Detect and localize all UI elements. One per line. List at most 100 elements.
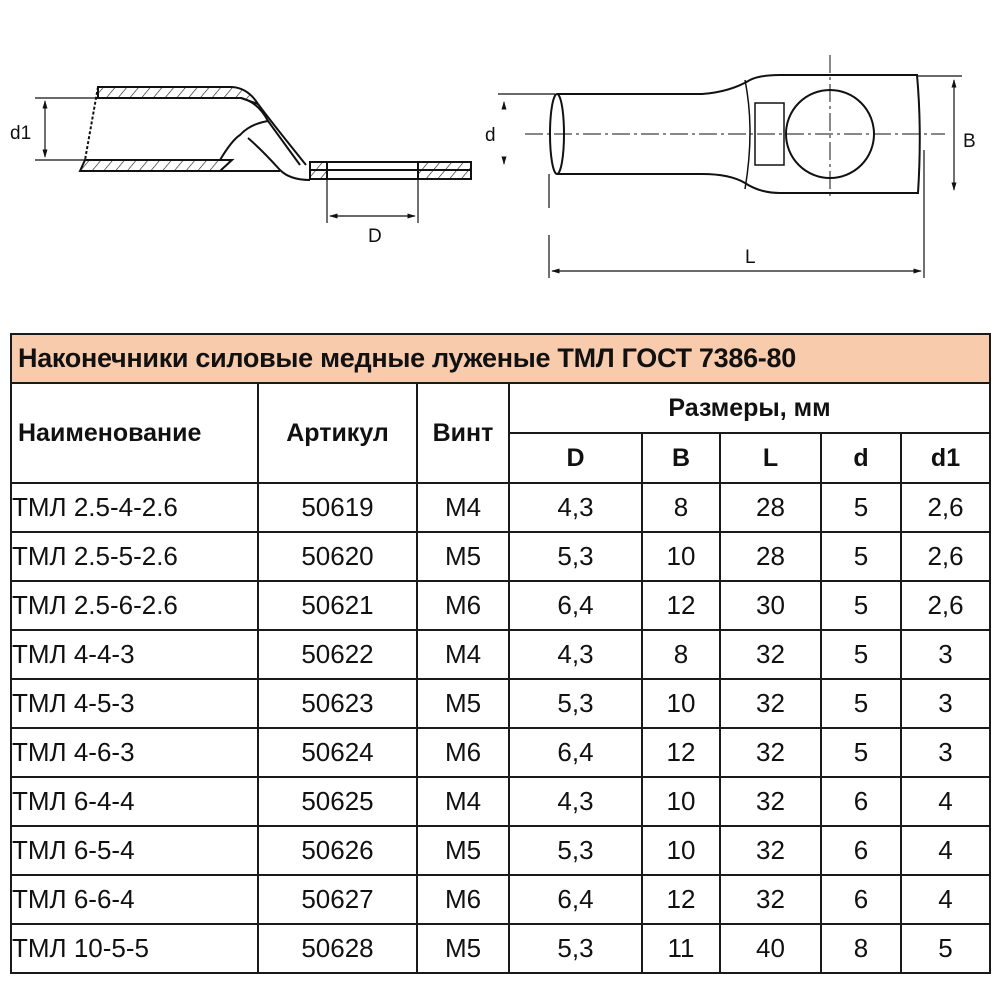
cell-d1: 3 [899,629,992,680]
cell-D: 4,3 [508,776,643,827]
cell-B: 10 [641,776,721,827]
header-row-dims: D B L d d1 [11,432,992,484]
header-screw: Винт [416,382,510,484]
cell-d: 5 [820,629,902,680]
cell-B: 12 [641,580,721,631]
cell-L: 32 [719,825,822,876]
cell-L: 40 [719,923,822,974]
cell-D: 6,4 [508,727,643,778]
cell-article: 50627 [257,874,418,925]
cell-d1: 4 [899,776,992,827]
cell-L: 28 [719,482,822,533]
top-view [498,55,962,278]
cell-name: ТМЛ 6-4-4 [10,776,259,827]
cell-D: 5,3 [508,923,643,974]
table-row: ТМЛ 6-4-4 50625 М4 4,3 10 32 6 4 [10,776,992,827]
d1-label: d1 [10,123,31,144]
cell-screw: М6 [416,874,510,925]
cell-article: 50626 [257,825,418,876]
title-row: Наконечники силовые медные луженые ТМЛ Г… [9,333,992,384]
cell-article: 50621 [257,580,418,631]
cell-article: 50619 [257,482,418,533]
table-body: ТМЛ 2.5-4-2.6 50619 М4 4,3 8 28 5 2,6 ТМ… [10,482,992,974]
cell-d: 5 [820,678,902,729]
cell-screw: М4 [416,482,510,533]
table-row: ТМЛ 2.5-6-2.6 50621 М6 6,4 12 30 5 2,6 [10,580,992,631]
cell-B: 8 [641,482,721,533]
cell-d: 5 [820,531,902,582]
cell-d: 5 [820,727,902,778]
cell-D: 6,4 [508,874,643,925]
cell-D: 4,3 [508,629,643,680]
cell-name: ТМЛ 2.5-4-2.6 [10,482,259,533]
header-d1: d1 [899,432,992,484]
technical-drawings: d1 D d B L [10,55,976,278]
cell-article: 50624 [257,727,418,778]
B-label: B [963,131,976,152]
cell-L: 30 [719,580,822,631]
cell-name: ТМЛ 10-5-5 [10,923,259,974]
cell-B: 10 [641,531,721,582]
cell-article: 50625 [257,776,418,827]
D-label: D [368,226,382,247]
cell-screw: М5 [416,678,510,729]
header-B: B [641,432,721,484]
cell-B: 8 [641,629,721,680]
cell-B: 10 [641,825,721,876]
cell-d1: 5 [899,923,992,974]
cell-screw: М5 [416,923,510,974]
header-D: D [508,432,643,484]
cell-screw: М6 [416,727,510,778]
cell-d: 5 [820,482,902,533]
header-d: d [820,432,902,484]
cell-screw: М4 [416,776,510,827]
header-L: L [719,432,822,484]
cell-B: 11 [641,923,721,974]
L-label: L [745,247,756,268]
cell-d1: 2,6 [899,580,992,631]
table-row: ТМЛ 2.5-4-2.6 50619 М4 4,3 8 28 5 2,6 [10,482,992,533]
cell-d1: 4 [899,825,992,876]
side-section-view [35,86,472,223]
spec-table: Наконечники силовые медные луженые ТМЛ Г… [9,333,992,974]
cell-name: ТМЛ 4-6-3 [10,727,259,778]
cell-B: 10 [641,678,721,729]
table-row: ТМЛ 4-6-3 50624 М6 6,4 12 32 5 3 [10,727,992,778]
cell-name: ТМЛ 6-6-4 [10,874,259,925]
cell-D: 6,4 [508,580,643,631]
cell-D: 5,3 [508,825,643,876]
cell-article: 50620 [257,531,418,582]
d-label: d [485,125,496,146]
cell-L: 32 [719,727,822,778]
table-row: ТМЛ 4-4-3 50622 М4 4,3 8 32 5 3 [10,629,992,680]
cell-D: 5,3 [508,678,643,729]
table-row: ТМЛ 4-5-3 50623 М5 5,3 10 32 5 3 [10,678,992,729]
cell-L: 32 [719,874,822,925]
header-row-top: Наименование Артикул Винт Размеры, мм [10,382,992,484]
cell-d1: 2,6 [899,531,992,582]
cell-article: 50623 [257,678,418,729]
cell-L: 32 [719,776,822,827]
cell-d1: 4 [899,874,992,925]
cell-article: 50622 [257,629,418,680]
cell-name: ТМЛ 2.5-6-2.6 [10,580,259,631]
cell-d1: 2,6 [899,482,992,533]
cell-name: ТМЛ 6-5-4 [10,825,259,876]
cell-name: ТМЛ 4-5-3 [10,678,259,729]
table-row: ТМЛ 10-5-5 50628 М5 5,3 11 40 8 5 [10,923,992,974]
table-row: ТМЛ 6-6-4 50627 М6 6,4 12 32 6 4 [10,874,992,925]
cell-d: 6 [820,776,902,827]
cell-L: 32 [719,629,822,680]
cell-screw: М5 [416,531,510,582]
header-dimensions: Размеры, мм [507,382,992,434]
cell-D: 5,3 [508,531,643,582]
table-row: ТМЛ 2.5-5-2.6 50620 М5 5,3 10 28 5 2,6 [10,531,992,582]
cell-L: 28 [719,531,822,582]
cell-name: ТМЛ 4-4-3 [10,629,259,680]
table-row: ТМЛ 6-5-4 50626 М5 5,3 10 32 6 4 [10,825,992,876]
cell-screw: М6 [416,580,510,631]
table-title: Наконечники силовые медные луженые ТМЛ Г… [9,333,992,384]
cell-screw: М5 [416,825,510,876]
cell-article: 50628 [257,923,418,974]
cell-B: 12 [641,727,721,778]
